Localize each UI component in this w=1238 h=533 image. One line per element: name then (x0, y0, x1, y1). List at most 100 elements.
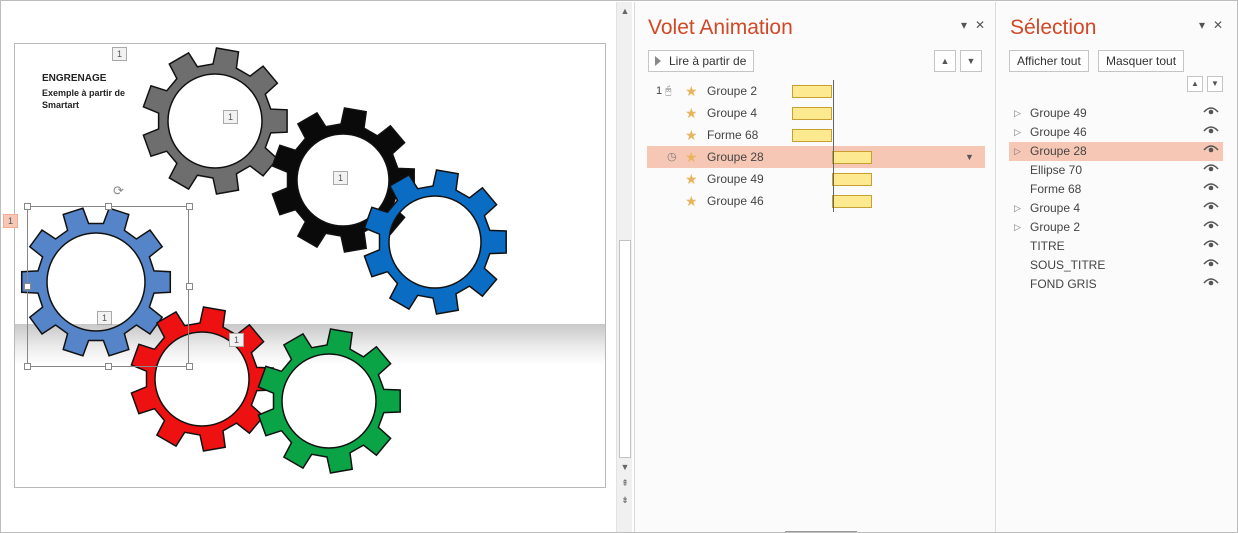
selection-pane-controls: ▾✕ (1191, 18, 1223, 32)
timing-bar[interactable] (792, 85, 832, 98)
slide-title[interactable]: ENGRENAGE (42, 73, 107, 84)
eye-icon[interactable] (1203, 218, 1219, 237)
selection-item-label: Groupe 28 (1030, 144, 1087, 158)
eye-icon[interactable] (1203, 104, 1219, 123)
expand-arrow-icon[interactable]: ▷ (1014, 127, 1021, 137)
expand-arrow-icon[interactable]: ▷ (1014, 222, 1021, 232)
eye-icon[interactable] (1203, 161, 1219, 180)
play-from-button[interactable]: Lire à partir de (648, 50, 755, 72)
move-up-button[interactable]: ▲ (934, 50, 956, 72)
eye-icon[interactable] (1203, 180, 1219, 199)
selection-item[interactable]: Ellipse 70 (1009, 161, 1223, 180)
selection-item[interactable]: ▷ Groupe 46 (1009, 123, 1223, 142)
selection-item-label: Groupe 46 (1030, 125, 1087, 139)
selection-item[interactable]: ▷Groupe 2 (1009, 218, 1223, 237)
animation-tag[interactable]: 1 (223, 110, 239, 124)
star-icon: ★ (685, 83, 698, 99)
animation-tag[interactable]: 1 (333, 171, 349, 185)
resize-handle[interactable] (105, 363, 112, 370)
selection-item[interactable]: Forme 68 (1009, 180, 1223, 199)
timing-bar[interactable] (792, 129, 832, 142)
selected-animation-tag[interactable]: 1 (3, 214, 19, 228)
next-slide-icon[interactable]: ⇟ (621, 495, 629, 505)
gear-blue-dark[interactable] (363, 169, 507, 315)
resize-handle[interactable] (24, 363, 31, 370)
gear-blue-light[interactable] (20, 207, 172, 357)
animation-tag[interactable]: 1 (229, 333, 245, 347)
timing-bar[interactable] (832, 151, 872, 164)
chevron-down-icon[interactable]: ▾ (1199, 18, 1206, 32)
animation-item[interactable]: 1🖰★Groupe 2 (647, 80, 985, 102)
timing-bar[interactable] (832, 195, 872, 208)
eye-icon[interactable] (1203, 199, 1219, 218)
chevron-down-icon[interactable]: ▾ (961, 18, 968, 32)
selection-item[interactable]: FOND GRIS (1009, 275, 1223, 294)
eye-icon[interactable] (1203, 237, 1219, 256)
selection-item[interactable]: SOUS_TITRE (1009, 256, 1223, 275)
scroll-down-icon[interactable]: ▼ (620, 462, 630, 472)
animation-pane-title: Volet Animation (648, 16, 793, 39)
scroll-thumb[interactable] (619, 240, 631, 458)
send-backward-button[interactable]: ▼ (1207, 76, 1223, 92)
gear-gray[interactable] (142, 47, 288, 195)
scroll-up-icon[interactable]: ▲ (620, 6, 630, 16)
timing-bar[interactable] (792, 107, 832, 120)
previous-slide-icon[interactable]: ⇞ (621, 478, 629, 488)
star-icon: ★ (685, 149, 698, 165)
gear-green[interactable] (257, 328, 401, 474)
selection-item[interactable]: TITRE (1009, 237, 1223, 256)
resize-handle[interactable] (24, 203, 31, 210)
selection-box[interactable] (27, 206, 189, 367)
star-icon: ★ (685, 193, 698, 209)
animation-item[interactable]: ★Groupe 46 (647, 190, 985, 212)
bring-forward-button[interactable]: ▲ (1187, 76, 1203, 92)
gears-drawing (20, 47, 507, 474)
animation-tag[interactable]: 1 (112, 47, 128, 61)
selection-item[interactable]: ▷ Groupe 28 (1009, 142, 1223, 161)
play-from-label: Lire à partir de (669, 54, 747, 68)
eye-icon[interactable] (1203, 123, 1219, 142)
resize-handle[interactable] (186, 283, 193, 290)
eye-icon[interactable] (1203, 275, 1219, 294)
selection-pane: Sélection ▾✕ Afficher tout Masquer tout … (997, 2, 1237, 532)
selection-item-label: Groupe 4 (1030, 201, 1081, 215)
rotate-handle-icon[interactable]: ⟳ (113, 183, 124, 198)
expand-arrow-icon[interactable]: ▷ (1014, 108, 1021, 118)
selection-item[interactable]: ▷ Groupe 4 (1009, 199, 1223, 218)
animation-item[interactable]: ◷★Groupe 28▼ (647, 146, 985, 168)
show-all-button[interactable]: Afficher tout (1009, 50, 1089, 72)
timing-bar[interactable] (832, 173, 872, 186)
resize-handle[interactable] (105, 203, 112, 210)
animation-item[interactable]: ★Groupe 49 (647, 168, 985, 190)
hide-all-button[interactable]: Masquer tout (1098, 50, 1185, 72)
expand-arrow-icon[interactable]: ▷ (1014, 146, 1021, 156)
resize-handle[interactable] (24, 283, 31, 290)
resize-handle[interactable] (186, 203, 193, 210)
eye-icon[interactable] (1203, 256, 1219, 275)
slide-subtitle[interactable]: Exemple à partir de Smartart (42, 88, 126, 110)
animation-item-label: Forme 68 (707, 128, 759, 142)
clock-icon: ◷ (667, 151, 677, 163)
selection-item-label: Ellipse 70 (1030, 163, 1083, 177)
mouse-click-icon: 🖰 (665, 85, 672, 97)
eye-icon[interactable] (1203, 142, 1219, 161)
expand-arrow-icon[interactable]: ▷ (1014, 203, 1021, 213)
slide-canvas[interactable]: ENGRENAGE Exemple à partir de Smartart 1… (14, 43, 606, 488)
chevron-down-icon[interactable]: ▼ (965, 152, 974, 162)
vertical-scrollbar[interactable]: ▲ ▼ ⇞ ⇟ (616, 2, 632, 532)
selection-item[interactable]: ▷Groupe 49 (1009, 104, 1223, 123)
animation-item[interactable]: ★Groupe 4 (647, 102, 985, 124)
close-icon[interactable]: ✕ (1213, 18, 1224, 32)
close-icon[interactable]: ✕ (975, 18, 986, 32)
animation-pane: Volet Animation ▾✕ Lire à partir de ▲ ▼ … (634, 2, 996, 532)
animation-order: 1 (656, 85, 663, 97)
move-down-button[interactable]: ▼ (960, 50, 982, 72)
pane-splitter[interactable] (785, 531, 857, 532)
resize-handle[interactable] (186, 363, 193, 370)
selection-item-label: FOND GRIS (1030, 277, 1097, 291)
star-icon: ★ (685, 171, 698, 187)
selection-item-label: Forme 68 (1030, 182, 1082, 196)
animation-tag[interactable]: 1 (97, 311, 113, 325)
animation-item[interactable]: ★Forme 68 (647, 124, 985, 146)
